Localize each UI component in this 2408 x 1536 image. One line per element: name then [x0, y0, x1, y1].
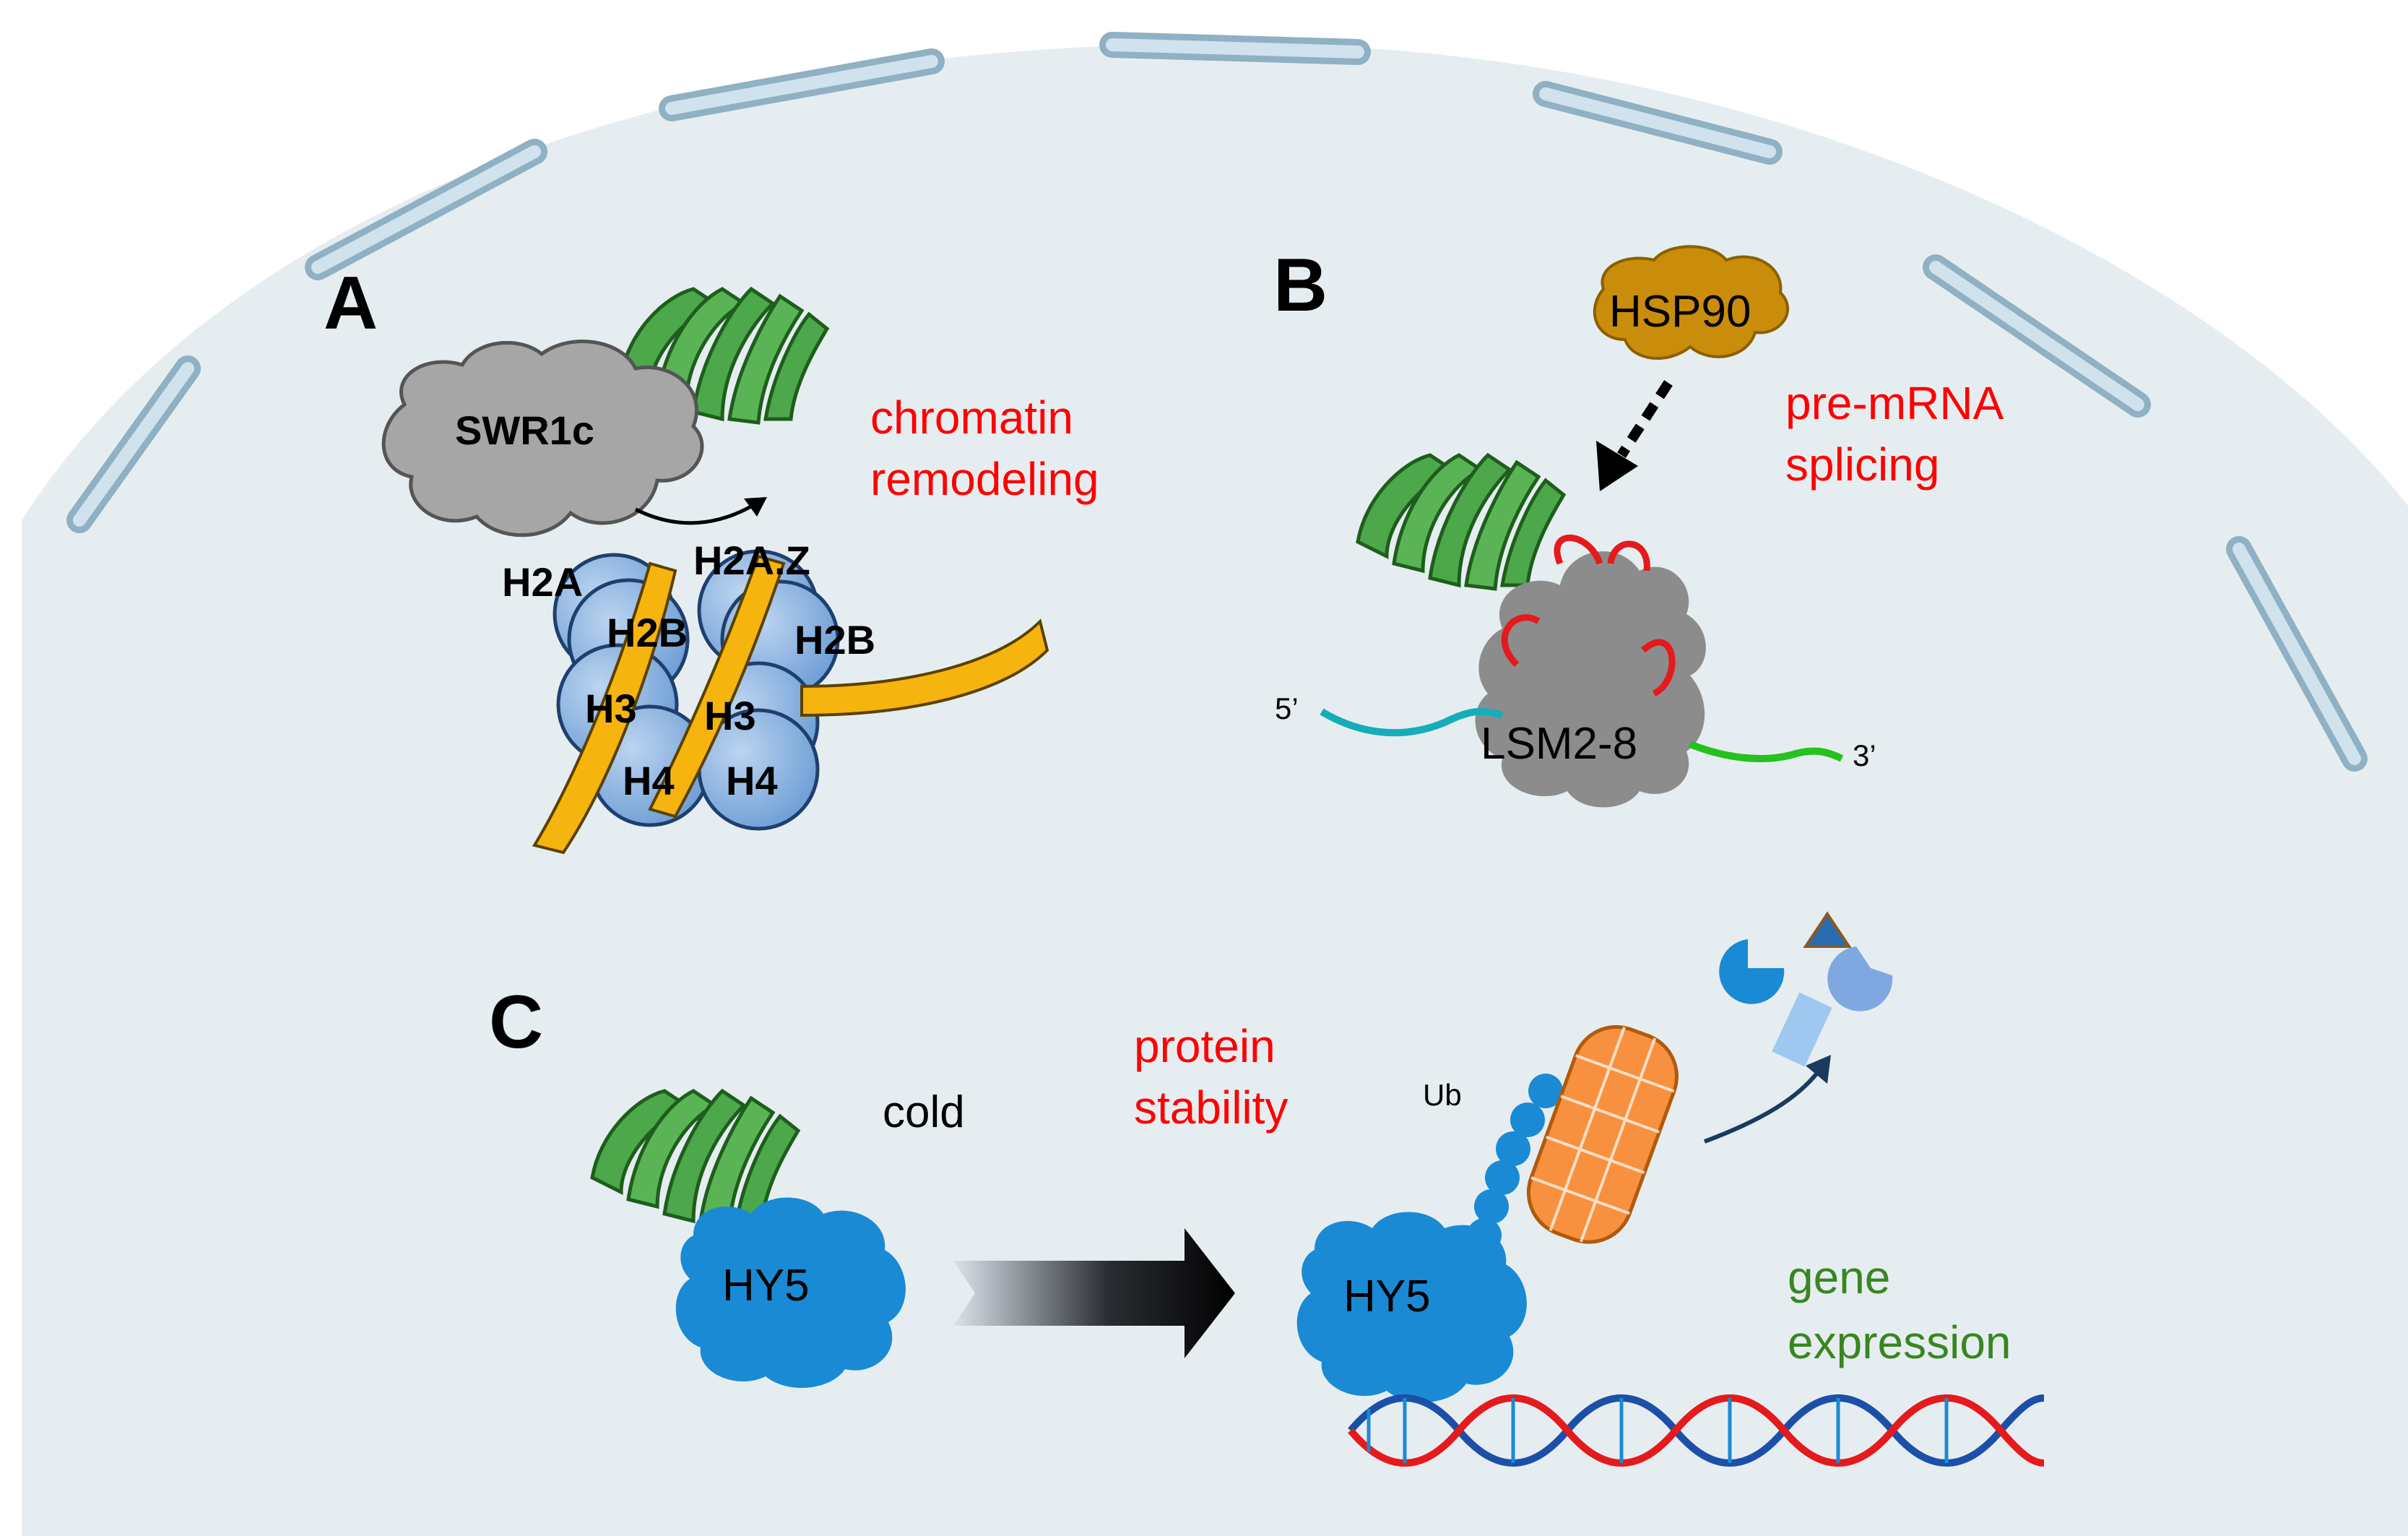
hsp90-cloud-icon [1593, 245, 1790, 360]
rna-5-prime: 5’ [1275, 691, 1299, 725]
rna-3-prime: 3’ [1853, 738, 1876, 772]
histone-label-h4-right: H4 [726, 758, 778, 803]
hy5-left-label: HY5 [722, 1261, 810, 1311]
ub-label: Ub [1423, 1078, 1462, 1112]
histone-label-h2b-left: H2B [607, 610, 688, 655]
swr1c-label: SWR1c [455, 407, 594, 453]
histone-label-h2az: H2A.Z [693, 538, 810, 583]
hsp90-dashed-arrow [1617, 380, 1673, 458]
hy5-right-label: HY5 [1343, 1272, 1431, 1321]
lsm-label: LSM2-8 [1481, 719, 1637, 769]
nuclear-envelope [66, 32, 2368, 772]
outcome-line1: gene [1788, 1251, 1890, 1303]
histone-label-h2b-right: H2B [794, 617, 875, 663]
hy5-right-icon [1296, 1212, 1527, 1403]
hsp90-arrowhead [1596, 441, 1638, 491]
process-a-line1: chromatin [870, 392, 1073, 444]
process-b-line2: splicing [1785, 439, 1939, 491]
histone-label-h3-right: H3 [704, 693, 756, 738]
panel-b-letter: B [1273, 243, 1328, 327]
degradation-arrowhead [1806, 1055, 1831, 1084]
outcome-line2: expression [1788, 1316, 2011, 1368]
gradient-arrow-icon [953, 1228, 1235, 1358]
hsp90-label: HSP90 [1609, 287, 1751, 337]
histone-label-h2a: H2A [502, 559, 583, 605]
panel-c-letter: C [489, 980, 543, 1064]
exchange-arrowhead [744, 497, 767, 517]
histone-label-h4-left: H4 [623, 758, 675, 803]
exchange-arrow [634, 500, 760, 525]
rna-strand-icon [1320, 707, 1844, 762]
cold-label: cold [883, 1087, 965, 1137]
peptide-fragments-icon [1719, 911, 1893, 1067]
process-c-line1: protein [1134, 1020, 1276, 1072]
proteasome-icon [1526, 1024, 1679, 1244]
panel-a-letter: A [324, 262, 378, 345]
process-c-line2: stability [1134, 1082, 1288, 1134]
process-a-line2: remodeling [870, 453, 1099, 505]
cloud-complex-icon [381, 340, 704, 538]
degradation-arrow [1703, 1068, 1822, 1144]
nucleosome-icon [532, 549, 1049, 855]
rna-hairpin-icon [1501, 534, 1676, 697]
process-b-line1: pre-mRNA [1785, 377, 2004, 429]
hy5-left-icon [675, 1197, 906, 1389]
dna-helix-icon [1348, 1394, 2045, 1467]
histone-label-h3-left: H3 [585, 686, 637, 731]
